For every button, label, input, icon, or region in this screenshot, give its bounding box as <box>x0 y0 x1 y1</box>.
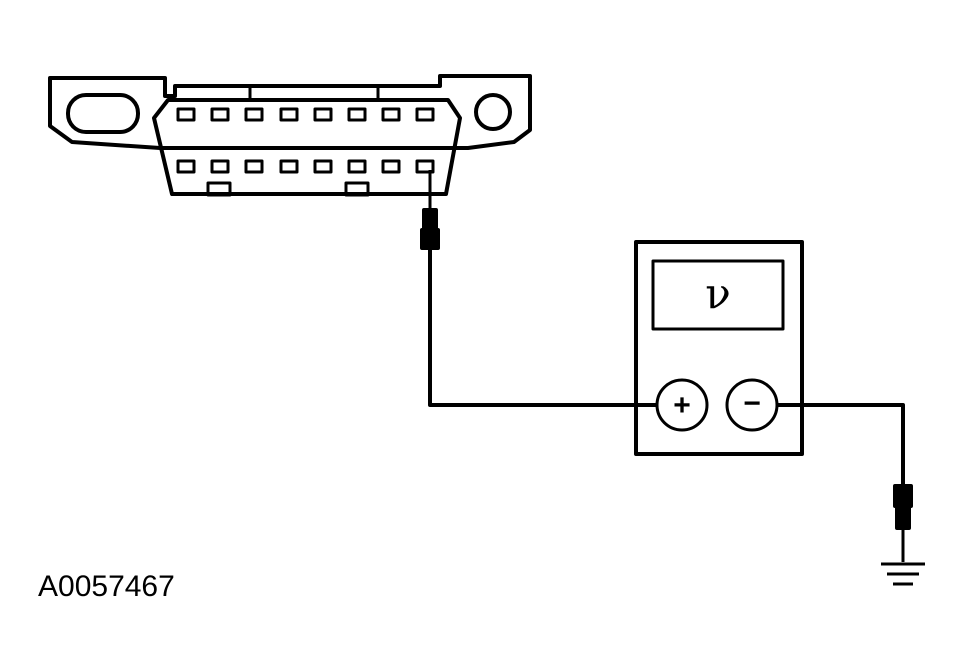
figure-id: A0057467 <box>38 570 175 603</box>
connector-pin <box>415 107 435 122</box>
ground-icon <box>881 562 925 586</box>
positive-terminal[interactable] <box>655 378 709 432</box>
connector-pin <box>244 107 264 122</box>
connector-flange <box>48 74 532 150</box>
probe-tip-positive <box>422 208 438 232</box>
test-probe-negative <box>777 403 913 562</box>
obd-connector <box>48 74 532 197</box>
voltmeter-display <box>651 259 785 331</box>
connector-pin <box>176 159 196 174</box>
connector-pin <box>381 159 401 174</box>
mounting-slot-left <box>66 93 140 134</box>
positive-lead-wire <box>428 248 656 407</box>
connector-pin <box>347 107 367 122</box>
mounting-hole-right <box>474 93 512 131</box>
connector-pin <box>347 159 367 174</box>
connector-pin-row-top <box>176 107 435 122</box>
connector-pin <box>313 159 333 174</box>
connector-pin <box>244 159 264 174</box>
connector-pin <box>176 107 196 122</box>
negative-terminal-symbol: − <box>743 387 761 420</box>
connector-pin <box>279 107 299 122</box>
connector-pin <box>313 107 333 122</box>
connector-pin <box>210 107 230 122</box>
probe-tip-negative <box>895 504 911 530</box>
negative-lead-wire <box>777 403 905 488</box>
connector-pin <box>279 159 299 174</box>
positive-terminal-symbol: + <box>673 389 691 422</box>
probe-handle-negative <box>893 484 913 508</box>
connector-notch-left <box>206 181 232 197</box>
probe-handle-positive <box>420 228 440 250</box>
connector-notch-right <box>344 181 370 197</box>
connector-pin <box>415 159 435 174</box>
test-probe-positive <box>420 170 656 407</box>
voltmeter-body <box>634 240 804 456</box>
connector-shroud <box>152 98 462 196</box>
voltmeter-display-symbol: ν <box>705 269 731 318</box>
connector-pin <box>210 159 230 174</box>
connector-pin-row-bottom <box>176 159 435 174</box>
connector-pin <box>381 107 401 122</box>
